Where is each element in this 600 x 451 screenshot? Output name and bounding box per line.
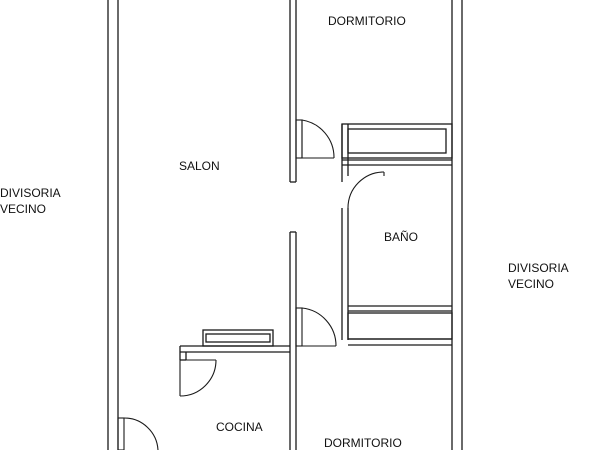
neighbor-left-line1: DIVISORIA bbox=[0, 186, 61, 200]
closet-bottom bbox=[347, 312, 453, 346]
room-label-cocina: COCINA bbox=[216, 420, 263, 434]
left-exterior-wall bbox=[107, 0, 119, 450]
right-exterior-wall bbox=[451, 0, 463, 450]
neighbor-right-line1: DIVISORIA bbox=[508, 261, 569, 275]
room-label-bano: BAÑO bbox=[384, 230, 419, 244]
door-cocina bbox=[179, 359, 217, 397]
neighbor-right-line2: VECINO bbox=[508, 277, 555, 291]
kitchen-walls bbox=[179, 329, 290, 361]
door-dormitorio-top bbox=[295, 119, 335, 159]
closet-top bbox=[341, 123, 453, 182]
door-entrance bbox=[117, 417, 159, 450]
door-bano bbox=[347, 171, 385, 209]
upper-partition-wall bbox=[289, 0, 297, 183]
room-label-salon: SALON bbox=[179, 159, 220, 173]
bathroom-walls bbox=[341, 159, 452, 340]
neighbor-label-right: DIVISORIA VECINO bbox=[508, 260, 569, 292]
room-label-dormitorio-top: DORMITORIO bbox=[328, 14, 406, 28]
neighbor-left-line2: VECINO bbox=[0, 202, 47, 216]
lower-partition-wall bbox=[289, 231, 297, 450]
room-label-dormitorio-bottom: DORMITORIO bbox=[324, 436, 402, 450]
door-dormitorio-bottom bbox=[295, 307, 337, 347]
neighbor-label-left: DIVISORIA VECINO bbox=[0, 185, 61, 217]
